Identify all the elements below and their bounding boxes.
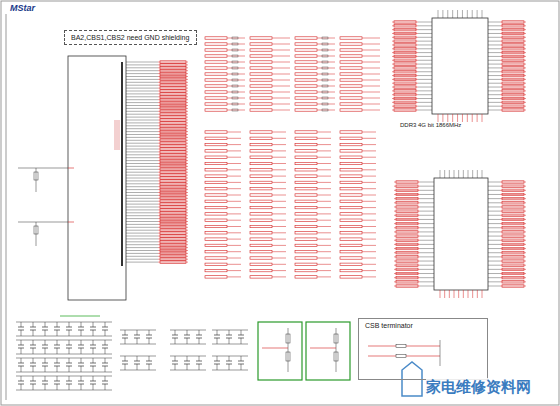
decoupling-capacitors xyxy=(16,316,248,390)
node-text: CSB terminator xyxy=(365,322,481,329)
logo-text: MStar xyxy=(10,3,35,13)
ddr3-chip xyxy=(392,10,526,122)
node-text: BA2,CBS1,CBS2 need GND shielding xyxy=(71,34,190,41)
main-ic xyxy=(68,56,188,300)
note-box: BA2,CBS1,CBS2 need GND shielding xyxy=(64,30,197,45)
watermark: 家电维修资料网 xyxy=(426,378,531,397)
vref-divider-boxes xyxy=(258,322,350,380)
chip-note: DDR3 4G bit 1866MHz xyxy=(400,122,461,128)
ddr3-chip xyxy=(394,170,526,298)
net-label-columns xyxy=(205,37,380,278)
csb-terminator-circuit xyxy=(368,340,440,366)
terminator-box: CSB terminator xyxy=(358,318,488,380)
left-circuits xyxy=(18,168,74,246)
watermark-icon xyxy=(402,362,422,396)
